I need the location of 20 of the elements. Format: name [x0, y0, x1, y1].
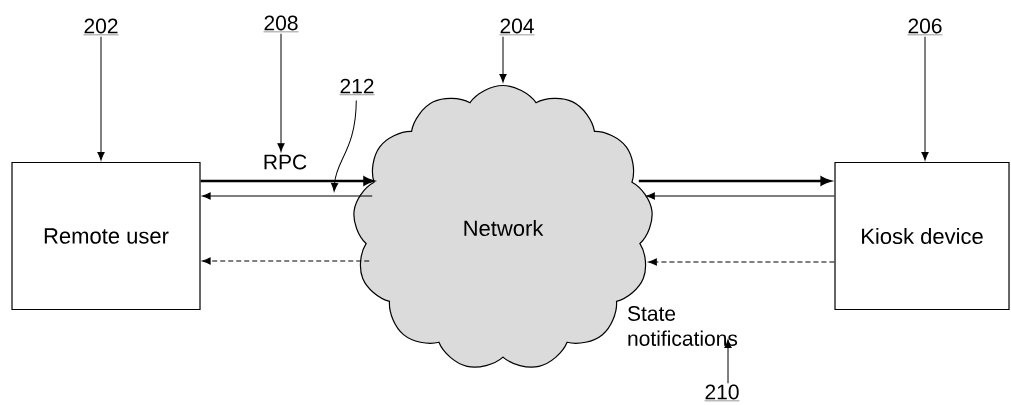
callout-number: 202	[83, 18, 119, 36]
process-box: Kiosk device	[834, 161, 1010, 311]
callout-number: 208	[263, 15, 299, 33]
callout-number: 210	[704, 384, 740, 402]
arrow	[202, 192, 373, 200]
callout-number: 204	[499, 18, 535, 36]
callout-number: 206	[907, 18, 943, 36]
arrow	[200, 176, 374, 186]
arrow	[648, 258, 835, 266]
leader-line	[331, 100, 357, 192]
leader-line	[499, 36, 507, 83]
text-label: RPC	[264, 154, 307, 170]
arrow	[646, 192, 835, 200]
leader-line	[97, 36, 105, 161]
leader-line	[724, 339, 732, 384]
leader-line	[921, 36, 929, 161]
leader-line	[277, 33, 285, 152]
arrow	[202, 257, 370, 265]
process-box: Remote user	[11, 161, 201, 311]
arrow	[638, 176, 831, 186]
